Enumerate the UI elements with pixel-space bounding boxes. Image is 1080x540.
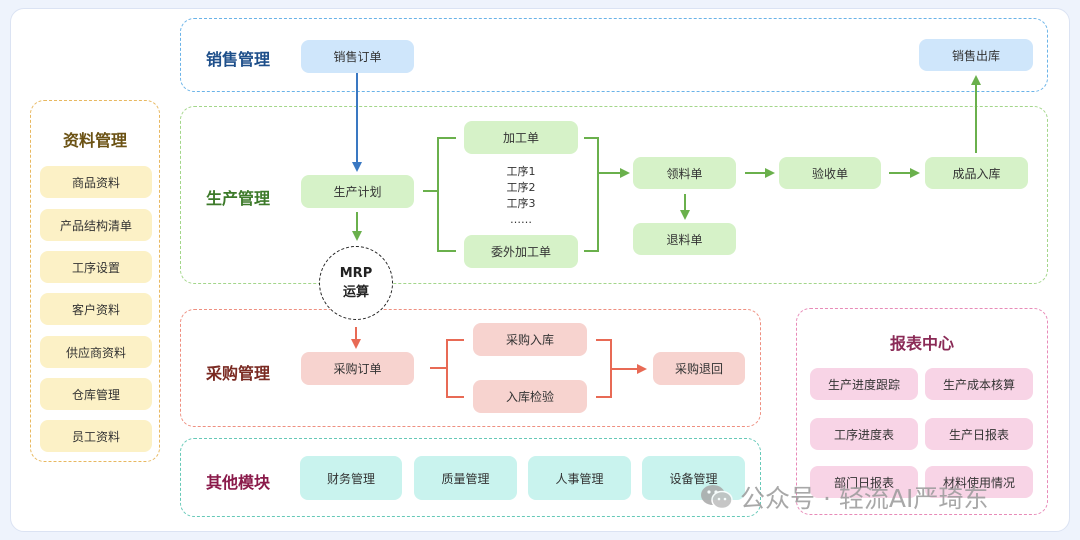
other-modules-title: 其他模块 xyxy=(206,473,271,492)
module-hr[interactable]: 人事管理 xyxy=(528,456,631,500)
mrp-calculation-node[interactable]: MRP 运算 xyxy=(319,246,393,320)
master-item-employee[interactable]: 员工资料 xyxy=(40,420,152,452)
process-step-2: 工序2 xyxy=(506,181,536,194)
master-data-title: 资料管理 xyxy=(62,131,127,150)
outsource-order-node[interactable]: 委外加工单 xyxy=(464,235,578,268)
purchase-title: 采购管理 xyxy=(206,364,271,383)
storage-inspection-node[interactable]: 入库检验 xyxy=(473,380,587,413)
report-production-cost[interactable]: 生产成本核算 xyxy=(925,368,1033,400)
report-production-daily[interactable]: 生产日报表 xyxy=(925,418,1033,450)
report-center-title: 报表中心 xyxy=(889,334,954,353)
finished-storage-node[interactable]: 成品入库 xyxy=(925,157,1028,189)
sales-outbound-node[interactable]: 销售出库 xyxy=(919,39,1033,71)
material-requisition-node[interactable]: 领料单 xyxy=(633,157,736,189)
sales-title: 销售管理 xyxy=(206,50,271,69)
bracket-left xyxy=(437,137,456,252)
sales-order-node[interactable]: 销售订单 xyxy=(301,40,414,73)
production-plan-node[interactable]: 生产计划 xyxy=(301,175,414,208)
process-order-node[interactable]: 加工单 xyxy=(464,121,578,154)
master-item-customer[interactable]: 客户资料 xyxy=(40,293,152,325)
purchase-bracket-left xyxy=(446,339,464,398)
sales-panel xyxy=(180,18,1048,92)
process-step-1: 工序1 xyxy=(506,165,536,178)
report-center-panel: 报表中心 xyxy=(796,308,1048,515)
purchase-panel xyxy=(180,309,761,427)
material-return-node[interactable]: 退料单 xyxy=(633,223,736,255)
master-item-supplier[interactable]: 供应商资料 xyxy=(40,336,152,368)
master-data-panel: 资料管理 xyxy=(30,100,160,462)
watermark-text: 公众号 · 轻流AI严琦东 xyxy=(740,484,989,513)
purchase-storage-node[interactable]: 采购入库 xyxy=(473,323,587,356)
mrp-label-line1: MRP xyxy=(339,266,373,281)
report-department-daily[interactable]: 部门日报表 xyxy=(810,466,918,498)
master-item-process-settings[interactable]: 工序设置 xyxy=(40,251,152,283)
purchase-return-node[interactable]: 采购退回 xyxy=(653,352,745,385)
process-step-ellipsis: …… xyxy=(510,213,532,226)
module-finance[interactable]: 财务管理 xyxy=(300,456,402,500)
production-panel xyxy=(180,106,1048,284)
bracket-right xyxy=(584,137,599,252)
production-title: 生产管理 xyxy=(206,189,271,208)
master-item-bom[interactable]: 产品结构清单 xyxy=(40,209,152,241)
master-item-warehouse[interactable]: 仓库管理 xyxy=(40,378,152,410)
purchase-bracket-right xyxy=(596,339,612,398)
report-production-progress[interactable]: 生产进度跟踪 xyxy=(810,368,918,400)
report-process-progress[interactable]: 工序进度表 xyxy=(810,418,918,450)
other-modules-panel xyxy=(180,438,761,517)
module-quality[interactable]: 质量管理 xyxy=(414,456,517,500)
process-steps-list: 工序1 工序2 工序3 …… xyxy=(494,164,548,228)
acceptance-node[interactable]: 验收单 xyxy=(779,157,881,189)
report-material-usage[interactable]: 材料使用情况 xyxy=(925,466,1033,498)
master-item-product[interactable]: 商品资料 xyxy=(40,166,152,198)
purchase-order-node[interactable]: 采购订单 xyxy=(301,352,414,385)
watermark: 公众号 · 轻流AI严琦东 xyxy=(700,479,988,515)
process-step-3: 工序3 xyxy=(506,197,536,210)
mrp-label-line2: 运算 xyxy=(342,285,369,300)
wechat-icon xyxy=(701,485,733,510)
